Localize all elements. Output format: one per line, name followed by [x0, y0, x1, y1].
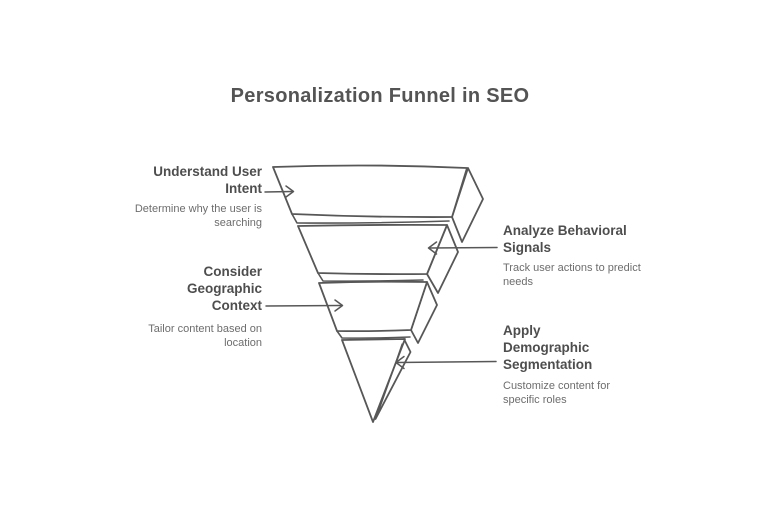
stage-4-label: Apply Demographic Segmentation — [503, 323, 593, 372]
stage-1-arrow — [264, 185, 295, 198]
stage-4-arrowhead-icon — [395, 355, 405, 370]
stage-1-description: Determine why the user is searching — [134, 203, 262, 229]
stage-2-rim-line — [317, 272, 424, 282]
stage-2-description: Track user actions to predict needs — [503, 262, 641, 288]
stage-4-arrow — [395, 355, 497, 370]
stage-1-arrowhead-icon — [285, 185, 295, 198]
stage-3-label: Consider Geographic Context — [186, 264, 262, 313]
stage-3-arrow — [265, 299, 344, 312]
stage-3-front-face — [318, 280, 428, 333]
stage-4-overdraw-line — [375, 343, 403, 414]
stage-3-arrowhead-icon — [334, 299, 344, 312]
funnel-stage-4-shape — [341, 338, 412, 423]
stage-2-front-face — [297, 223, 448, 276]
stage-3-description: Tailor content based on location — [148, 323, 262, 349]
funnel-stage-2-shape — [297, 223, 459, 294]
stage-1-rim-line — [291, 213, 450, 224]
funnel-stage-3-shape — [318, 280, 438, 344]
stage-4-description: Customize content for specific roles — [503, 380, 610, 406]
page-title: Personalization Funnel in SEO — [230, 85, 530, 107]
stage-2-label: Analyze Behavioral Signals — [503, 223, 627, 255]
stage-2-arrowhead-icon — [427, 241, 438, 255]
funnel-stage-1-shape — [272, 164, 484, 243]
stage-1-label: Understand User Intent — [153, 164, 262, 196]
stage-3-rim-line — [336, 330, 411, 339]
stage-1-front-face — [272, 164, 468, 218]
stage-2-arrow — [427, 241, 498, 255]
